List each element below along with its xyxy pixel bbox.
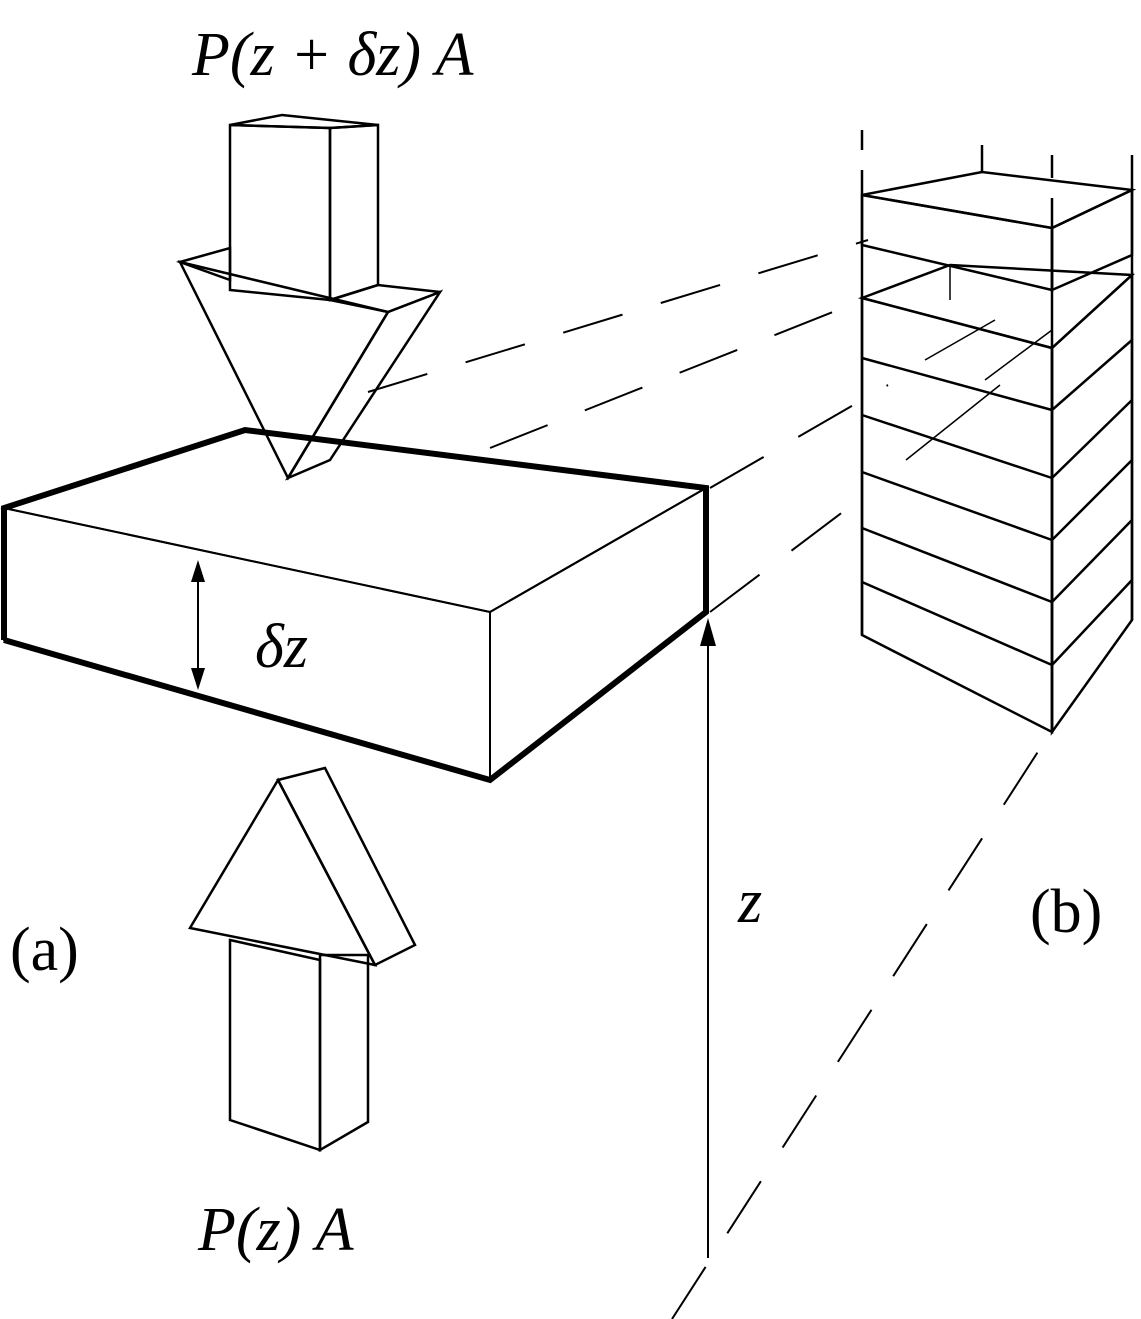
down-arrow-shaft-side	[328, 123, 380, 302]
projection-lines	[367, 239, 1053, 1319]
down-arrow-head-top-left	[175, 246, 232, 282]
slab-top-face	[0, 428, 710, 614]
column-front-face	[860, 296, 1054, 735]
column-top-slab-top	[861, 170, 1137, 230]
down-arrow-shaft-top	[229, 113, 379, 130]
slab-front-face	[3, 506, 491, 782]
thickness-dimension-arrow	[191, 560, 205, 690]
height-label: z	[737, 868, 762, 936]
bottom-force-label: P(z) A	[197, 1196, 355, 1264]
panel-b-label: (b)	[1030, 878, 1102, 946]
down-arrow-shaft-front	[228, 123, 332, 302]
column-layer-lines	[861, 339, 1133, 667]
slab	[0, 426, 710, 784]
down-arrow	[175, 113, 444, 481]
down-arrow-head-top-right	[325, 283, 441, 314]
column-side-face	[1050, 272, 1134, 736]
panel-a-label: (a)	[10, 916, 79, 984]
up-arrow-shaft-front	[228, 938, 322, 1152]
up-arrow	[188, 766, 417, 1153]
up-arrow-head-front	[188, 777, 378, 967]
up-arrow-shaft-side	[318, 953, 370, 1153]
column-top-slab-front	[860, 193, 1054, 292]
layered-column	[857, 130, 1137, 736]
top-force-label: P(z + δz) A	[191, 21, 474, 89]
thickness-label: δz	[255, 613, 308, 681]
up-arrow-head-side	[276, 766, 417, 967]
height-arrow	[700, 618, 716, 1258]
